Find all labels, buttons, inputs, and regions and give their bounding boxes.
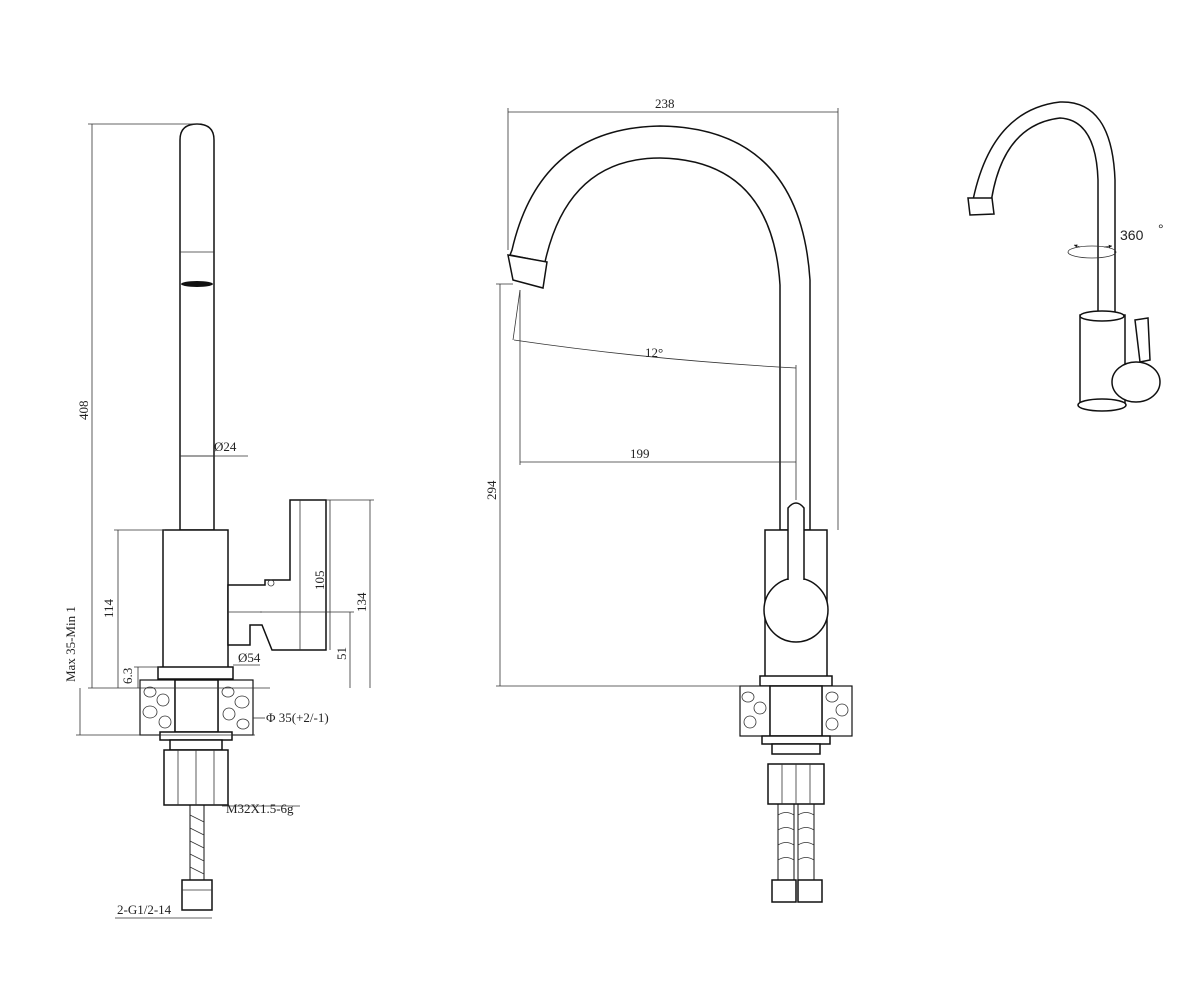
dim-thread: M32X1.5-6g bbox=[226, 801, 294, 816]
dim-total-height: 408 bbox=[76, 401, 91, 421]
dim-rotation-unit: ° bbox=[1158, 221, 1164, 237]
dim-spout-reach: 199 bbox=[630, 446, 650, 461]
aerator-band bbox=[181, 281, 213, 287]
front-body bbox=[759, 502, 833, 687]
dim-handle-offset: 51 bbox=[334, 647, 349, 660]
side-mount bbox=[163, 739, 229, 911]
front-dimensions bbox=[496, 108, 839, 687]
dim-base-height: 114 bbox=[101, 598, 116, 618]
dim-counter-thickness: Max 35-Min 1 bbox=[63, 606, 78, 682]
dim-hose-connection: 2-G1/2-14 bbox=[117, 902, 172, 917]
dim-spout-diameter: Ø24 bbox=[214, 439, 237, 454]
dim-handle-height: 134 bbox=[354, 592, 369, 612]
side-body bbox=[157, 499, 327, 680]
rotation-indicator bbox=[1067, 244, 1117, 259]
side-counter bbox=[139, 679, 254, 741]
perspective-view: 360 ° bbox=[967, 101, 1164, 412]
side-spout bbox=[179, 123, 215, 531]
dim-hole-diameter: Φ 35(+2/-1) bbox=[266, 710, 329, 725]
front-spout bbox=[507, 125, 811, 531]
dim-spout-angle: 12° bbox=[645, 345, 663, 360]
dim-rotation: 360 bbox=[1120, 227, 1144, 243]
front-counter bbox=[739, 685, 853, 745]
side-view: 408 Ø24 114 105 134 51 Ø54 6.3 Max 35-Mi… bbox=[63, 123, 374, 919]
perspective-spout bbox=[967, 101, 1116, 316]
dim-base-diameter: Ø54 bbox=[238, 650, 261, 665]
dim-spout-width: 238 bbox=[655, 96, 675, 111]
front-view: 238 294 199 12° bbox=[484, 96, 853, 903]
dim-lever-height: 105 bbox=[312, 571, 327, 591]
front-mount bbox=[767, 743, 825, 903]
perspective-body bbox=[1077, 310, 1161, 412]
dim-spout-height: 294 bbox=[484, 480, 499, 500]
dim-plate-thickness: 6.3 bbox=[120, 668, 135, 684]
side-dimensions bbox=[76, 123, 374, 919]
